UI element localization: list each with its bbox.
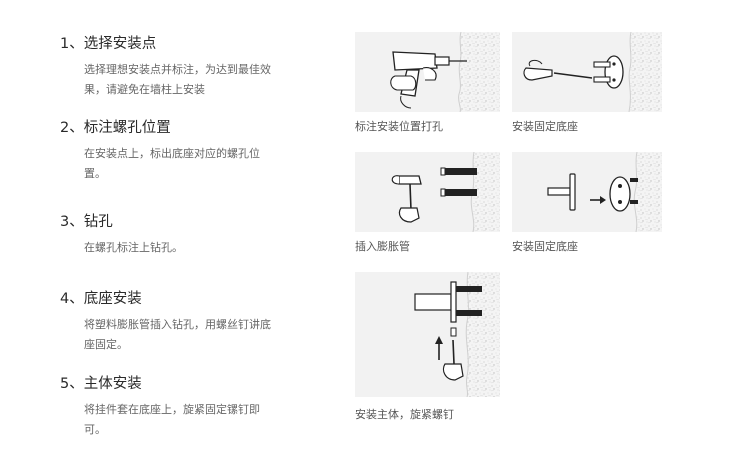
base-mount-icon: [547, 152, 662, 232]
step-title: 5、主体安装: [60, 376, 142, 392]
step-3: 3、钻孔 在螺孔标注上钻孔。: [60, 212, 340, 258]
figure-caption: 标注安装位置打孔: [355, 120, 443, 133]
figure-base-mount: 安装固定底座: [512, 152, 662, 257]
figure-caption: 安装主体，旋紧螺钉: [355, 408, 454, 421]
step-title: 3、钻孔: [60, 214, 113, 230]
main-body-icon: [414, 272, 500, 397]
step-title: 4、底座安装: [60, 291, 142, 307]
figure-panel: [355, 32, 500, 112]
step-1: 1、选择安装点 选择理想安装点并标注，为达到最佳效果，请避免在墙柱上安装: [60, 34, 340, 100]
figure-panel: [355, 272, 500, 397]
step-2: 2、标注螺孔位置 在安装点上，标出底座对应的螺孔位置。: [60, 118, 340, 184]
step-4: 4、底座安装 将塑料膨胀管插入钻孔，用螺丝钉讲底座固定。: [60, 289, 340, 355]
step-description: 将塑料膨胀管插入钻孔，用螺丝钉讲底座固定。: [84, 318, 271, 351]
figure-caption: 安装固定底座: [512, 120, 578, 133]
step-title: 2、标注螺孔位置: [60, 120, 171, 136]
hammer-icon: [391, 152, 500, 232]
step-description: 在螺孔标注上钻孔。: [84, 241, 183, 254]
drill-icon: [390, 32, 500, 112]
figure-caption: 插入膨胀管: [355, 240, 410, 253]
step-title: 1、选择安装点: [60, 36, 157, 52]
figure-hammer: 插入膨胀管: [355, 152, 500, 257]
screwdriver-icon: [523, 32, 662, 112]
figure-caption: 安装固定底座: [512, 240, 578, 253]
figure-screwdriver: 安装固定底座: [512, 32, 662, 137]
step-description: 选择理想安装点并标注，为达到最佳效果，请避免在墙柱上安装: [84, 63, 271, 96]
figure-panel: [355, 152, 500, 232]
step-5: 5、主体安装 将挂件套在底座上，旋紧固定镙钉即可。: [60, 374, 340, 440]
figure-main-body: 安装主体，旋紧螺钉: [355, 272, 500, 427]
figure-panel: [512, 152, 662, 232]
figure-drill: 标注安装位置打孔: [355, 32, 500, 137]
installation-steps: 1、选择安装点 选择理想安装点并标注，为达到最佳效果，请避免在墙柱上安装 2、标…: [60, 0, 340, 475]
step-description: 在安装点上，标出底座对应的螺孔位置。: [84, 147, 260, 180]
figure-panel: [512, 32, 662, 112]
step-description: 将挂件套在底座上，旋紧固定镙钉即可。: [84, 403, 260, 436]
